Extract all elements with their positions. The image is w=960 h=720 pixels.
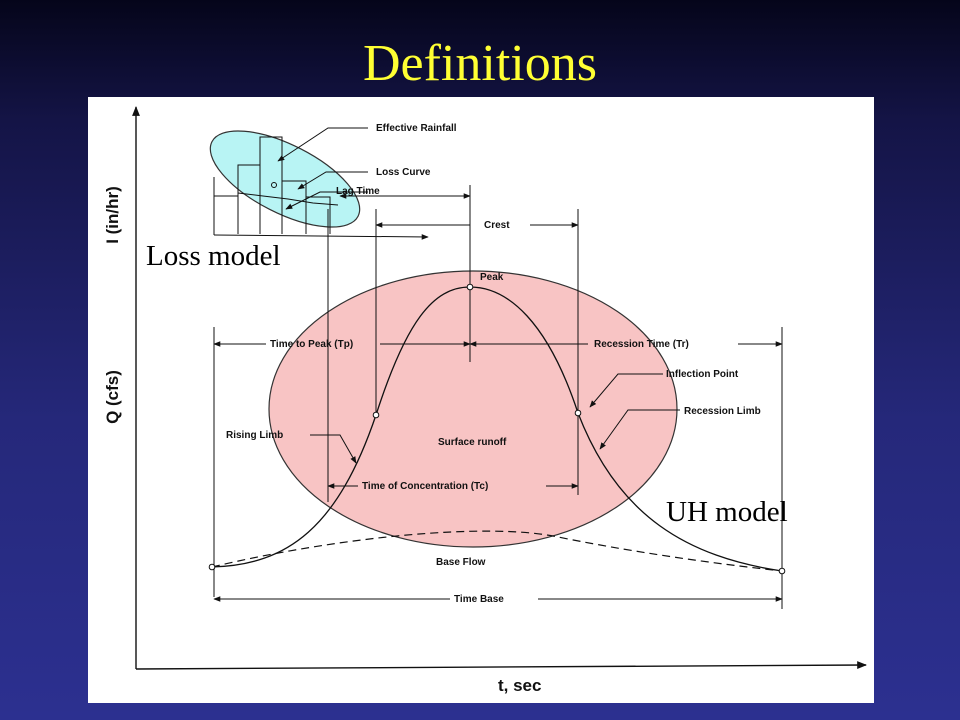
time-of-concentration-label: Time of Concentration (Tc) <box>362 481 488 492</box>
base-flow-label: Base Flow <box>436 557 486 568</box>
reference-lines <box>213 185 783 609</box>
x-axis-label: t, sec <box>498 676 541 695</box>
curve-points <box>208 283 786 575</box>
curve-callouts <box>310 373 680 464</box>
base-flow-curve <box>211 530 783 572</box>
peak-label: Peak <box>480 272 504 283</box>
loss-model-ellipse <box>209 130 361 228</box>
time-base-label: Time Base <box>454 594 504 605</box>
recession-limb-label: Recession Limb <box>684 406 761 417</box>
y-axis-upper-label: I (in/hr) <box>103 186 122 244</box>
rainfall-hyetograph <box>213 136 429 240</box>
effective-rainfall-label: Effective Rainfall <box>376 123 457 134</box>
crest-label: Crest <box>484 220 510 231</box>
slide-title: Definitions <box>363 35 597 92</box>
axes <box>132 106 867 670</box>
hydrograph-diagram: Effective Rainfall Loss Curve Lag Time C… <box>88 97 874 703</box>
uh-model-ellipse <box>268 270 678 548</box>
rainfall-callouts <box>277 127 368 210</box>
loss-curve-label: Loss Curve <box>376 167 431 178</box>
inflection-point-label: Inflection Point <box>666 369 739 380</box>
uh-model-label: UH model <box>666 496 788 528</box>
recession-time-label: Recession Time (Tr) <box>594 339 689 350</box>
lag-time-label: Lag Time <box>336 186 380 197</box>
surface-runoff-label: Surface runoff <box>438 437 507 448</box>
time-to-peak-label: Time to Peak (Tp) <box>270 339 353 350</box>
rising-limb-label: Rising Limb <box>226 430 283 441</box>
loss-model-label: Loss model <box>146 240 281 272</box>
y-axis-lower-label: Q (cfs) <box>103 370 122 424</box>
dimension-arrows <box>213 193 783 602</box>
